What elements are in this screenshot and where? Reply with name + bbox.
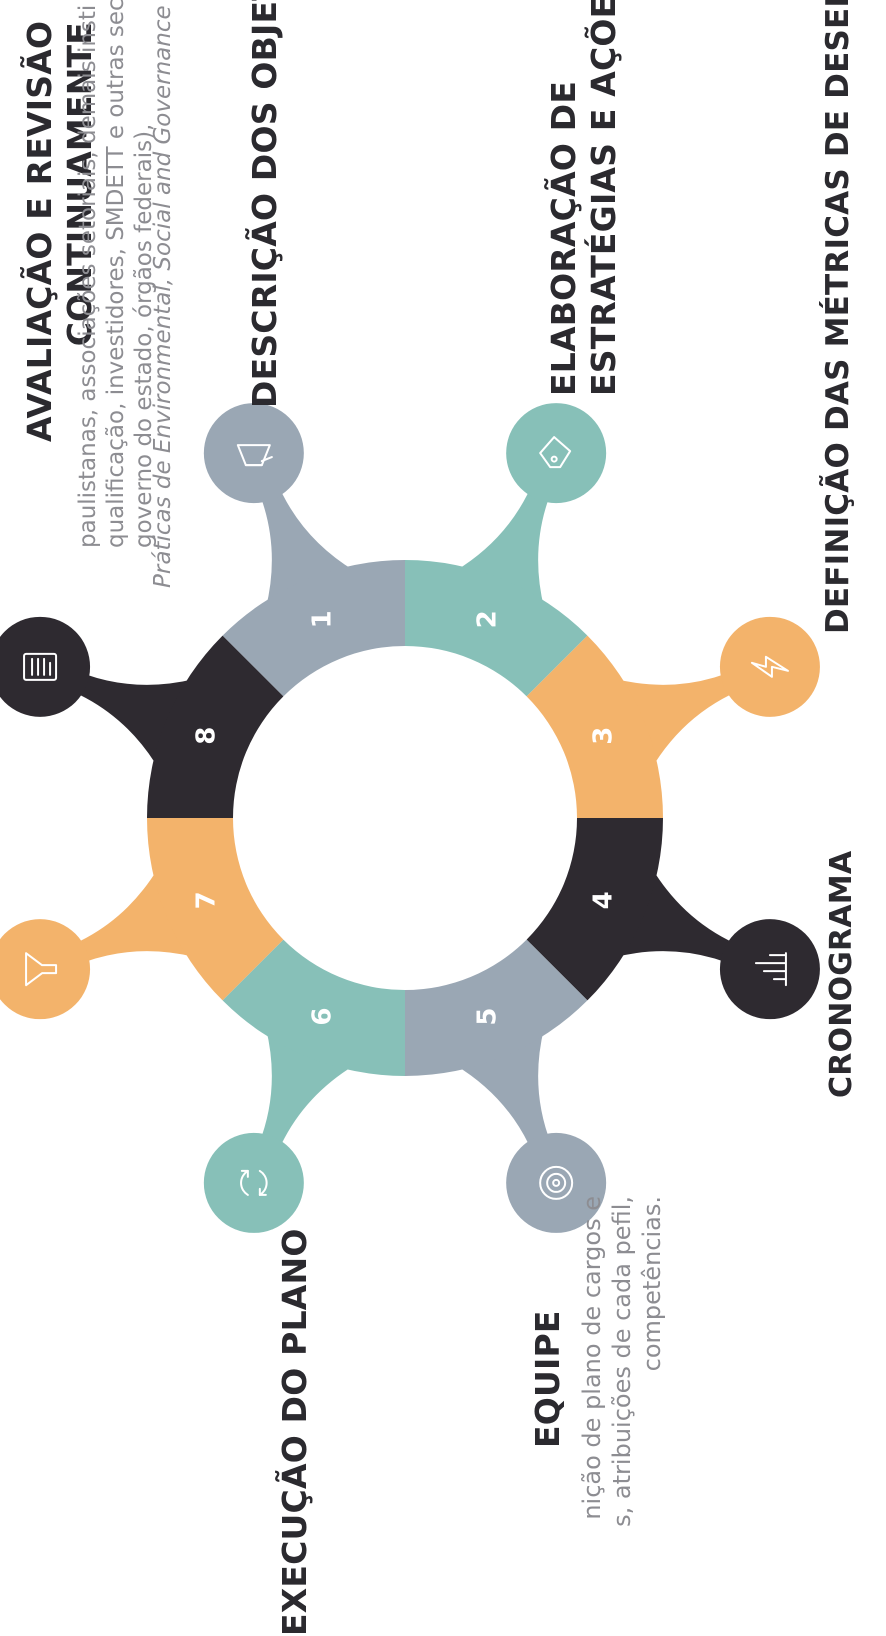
bulb-3 <box>719 616 820 717</box>
segment-2 <box>405 560 588 697</box>
esg-text: Práticas de Environmental, Social and Go… <box>150 0 176 588</box>
heading-equipe: EQUIPE <box>528 1310 567 1448</box>
tag-icon <box>539 436 572 469</box>
target-icon <box>539 1165 574 1200</box>
equipe-description: nição de plano de cargos e s, atribuiçõe… <box>577 1196 667 1636</box>
equipe-desc-line3: competências. <box>638 1196 666 1372</box>
heading-definicao: DEFINIÇÃO DAS MÉTRICAS DE DESEMPENHO <box>820 0 856 634</box>
segment-number-7: 7 <box>191 891 221 909</box>
document-icon <box>23 652 58 681</box>
heading-elaboracao: ELABORAÇÃO DE ESTRATÉGIAS E AÇÕES <box>544 0 624 396</box>
heading-elaboracao-line1: ELABORAÇÃO DE <box>544 80 583 396</box>
segment-5 <box>405 939 588 1076</box>
objetivos-desc-line2: qualificação, investidores, SMDETT e out… <box>103 0 129 548</box>
segment-7 <box>147 818 284 1001</box>
segment-3 <box>526 635 663 818</box>
segment-number-1: 1 <box>308 610 338 628</box>
bulb-4 <box>719 919 820 1020</box>
equipe-desc-line2: s, atribuições de cada pefil, <box>608 1196 636 1527</box>
segment-6 <box>222 939 405 1076</box>
segment-number-6: 6 <box>308 1008 338 1026</box>
heading-execucao: EXECUÇÃO DO PLANO <box>275 1228 314 1636</box>
segment-number-4: 4 <box>589 891 619 909</box>
bulb-6 <box>203 1132 304 1233</box>
segment-1 <box>222 560 405 697</box>
megaphone-icon <box>236 444 273 467</box>
segment-8 <box>147 635 284 818</box>
refresh-chat-icon <box>240 1169 268 1196</box>
segment-number-3: 3 <box>589 727 619 745</box>
bulb-2 <box>506 403 607 504</box>
bulb-5 <box>506 1132 607 1233</box>
segment-4 <box>526 818 663 1001</box>
bulb-1 <box>203 403 304 504</box>
segment-number-2: 2 <box>472 610 502 628</box>
heading-elaboracao-line2: ESTRATÉGIAS E AÇÕES <box>584 0 623 396</box>
segment-number-8: 8 <box>191 727 221 745</box>
objetivos-desc-line1: paulistanas, associações setoriais, dema… <box>75 4 101 548</box>
lightning-icon <box>750 655 789 678</box>
heading-avaliacao-line1: AVALIAÇÃO E REVISÃO <box>20 20 59 442</box>
funnel-icon <box>25 952 58 987</box>
heading-cronograma: CRONOGRAMA <box>824 850 859 1098</box>
heading-descricao: DESCRIÇÃO DOS OBJETIVOS <box>245 0 284 408</box>
bar-chart-icon <box>754 952 787 987</box>
segment-number-5: 5 <box>472 1008 502 1026</box>
objetivos-description: paulistanas, associações setoriais, dema… <box>74 0 158 548</box>
bulb-7 <box>0 919 91 1020</box>
equipe-desc-line1: nição de plano de cargos e <box>578 1196 606 1520</box>
